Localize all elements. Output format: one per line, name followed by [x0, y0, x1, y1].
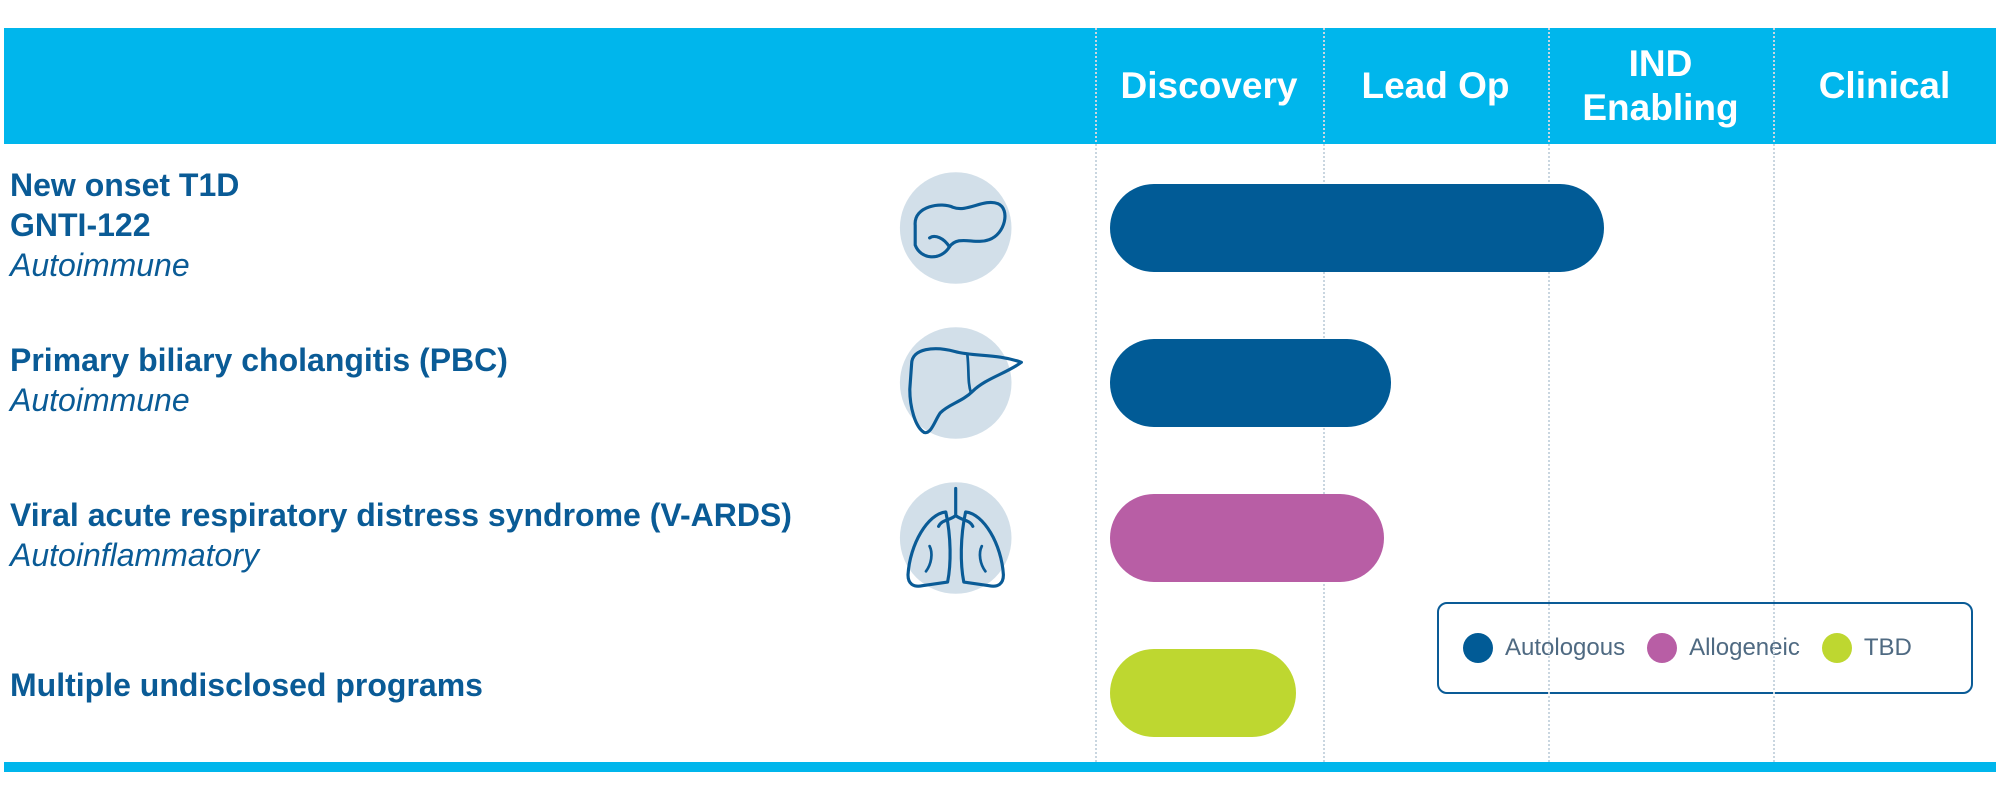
lungs-icon	[899, 475, 1025, 601]
legend-swatch	[1821, 633, 1852, 663]
program-label: Primary biliary cholangitis (PBC) Autoimm…	[10, 340, 508, 420]
progress-bar	[1110, 184, 1605, 272]
legend-item: Autologous	[1463, 633, 1625, 663]
legend-label: Allogeneic	[1689, 634, 1800, 661]
stage-header: Lead Op	[1361, 65, 1510, 106]
legend: Autologous Allogeneic TBD	[1437, 602, 1973, 694]
program-category: Autoinflammatory	[10, 537, 259, 573]
progress-bar	[1110, 494, 1384, 582]
pancreas-icon	[899, 165, 1025, 291]
progress-bar	[1110, 339, 1391, 427]
liver-icon	[899, 320, 1025, 446]
stage-header: Discovery	[1120, 65, 1298, 106]
program-label: Multiple undisclosed programs	[10, 665, 483, 705]
stage-header: Clinical	[1818, 65, 1951, 106]
program-category: Autoimmune	[10, 247, 190, 283]
stage-header: IND Enabling	[1582, 43, 1739, 128]
legend-label: TBD	[1863, 634, 1912, 661]
program-category: Autoimmune	[10, 382, 190, 418]
legend-label: Autologous	[1505, 634, 1626, 661]
program-name: New onset T1D	[10, 167, 240, 203]
header-band	[4, 28, 1996, 144]
program-name: GNTI-122	[10, 207, 151, 243]
legend-item: TBD	[1821, 633, 1912, 663]
stage-divider	[1773, 28, 1775, 762]
progress-bar	[1110, 649, 1296, 737]
bottom-rule	[4, 762, 1996, 772]
program-label: Viral acute respiratory distress syndrom…	[10, 495, 792, 575]
program-name: Primary biliary cholangitis (PBC)	[10, 342, 508, 378]
legend-item: Allogeneic	[1647, 633, 1800, 663]
legend-swatch	[1463, 633, 1493, 663]
program-name: Multiple undisclosed programs	[10, 667, 483, 703]
stage-divider	[1548, 28, 1550, 762]
stage-divider	[1095, 28, 1097, 762]
legend-swatch	[1647, 633, 1678, 663]
program-name: Viral acute respiratory distress syndrom…	[10, 497, 792, 533]
